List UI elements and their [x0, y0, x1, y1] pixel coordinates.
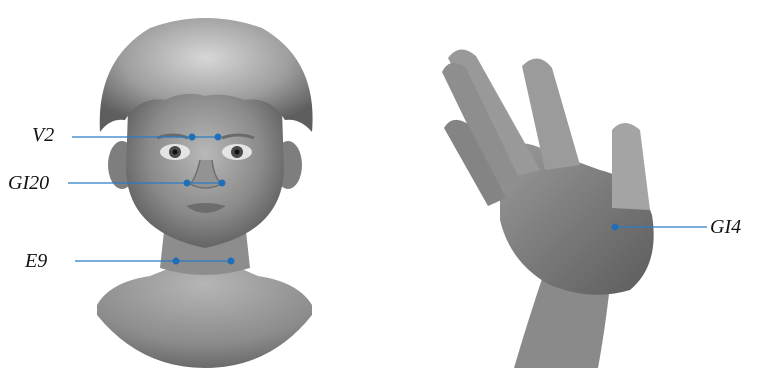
v2-point-left	[189, 134, 196, 141]
shoulders	[97, 264, 312, 368]
e9-label: E9	[25, 251, 47, 271]
child-figure	[97, 18, 313, 368]
e9-point-right	[228, 258, 235, 265]
e9-point-left	[173, 258, 180, 265]
v2-point-right	[215, 134, 222, 141]
gi20-point-left	[184, 180, 191, 187]
hand-figure	[442, 49, 654, 368]
gi4-label: GI4	[710, 217, 741, 237]
gi20-point-right	[219, 180, 226, 187]
thumb	[612, 123, 650, 210]
gi20-label: GI20	[8, 173, 49, 193]
gi4-point	[612, 224, 619, 231]
v2-label: V2	[32, 125, 54, 145]
